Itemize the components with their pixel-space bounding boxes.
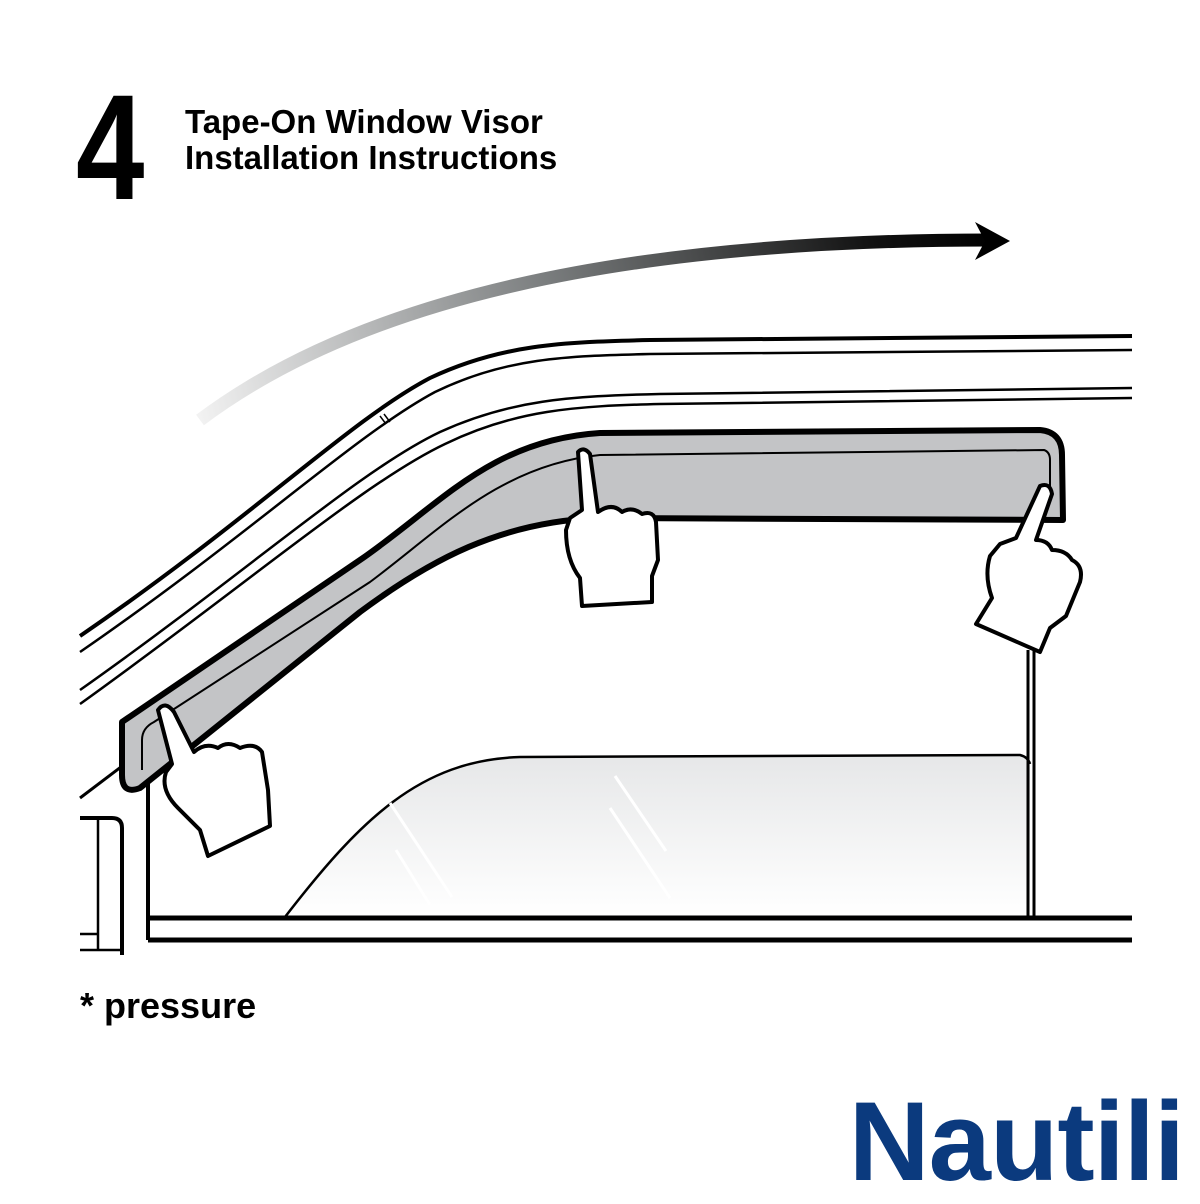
- title-line-2: Installation Instructions: [185, 139, 558, 176]
- title-line-1: Tape-On Window Visor: [185, 103, 543, 140]
- page-title: Tape-On Window Visor Installation Instru…: [185, 104, 557, 176]
- step-number: 4: [76, 63, 145, 231]
- side-mirror-base: [80, 816, 124, 955]
- pointing-hand-front-icon: [156, 703, 272, 858]
- brand-logo: Nautili: [848, 1079, 1185, 1204]
- glass-reflections: [388, 775, 672, 906]
- door-sill: [146, 770, 1132, 943]
- arrow-right-curved-icon: [196, 222, 1010, 426]
- pointing-hand-rear-icon: [974, 483, 1083, 654]
- door-pillar: [1026, 650, 1036, 917]
- pressure-legend: * pressure: [80, 985, 257, 1026]
- pointing-hand-middle-icon: [564, 447, 660, 608]
- roof-lines: [78, 334, 1133, 800]
